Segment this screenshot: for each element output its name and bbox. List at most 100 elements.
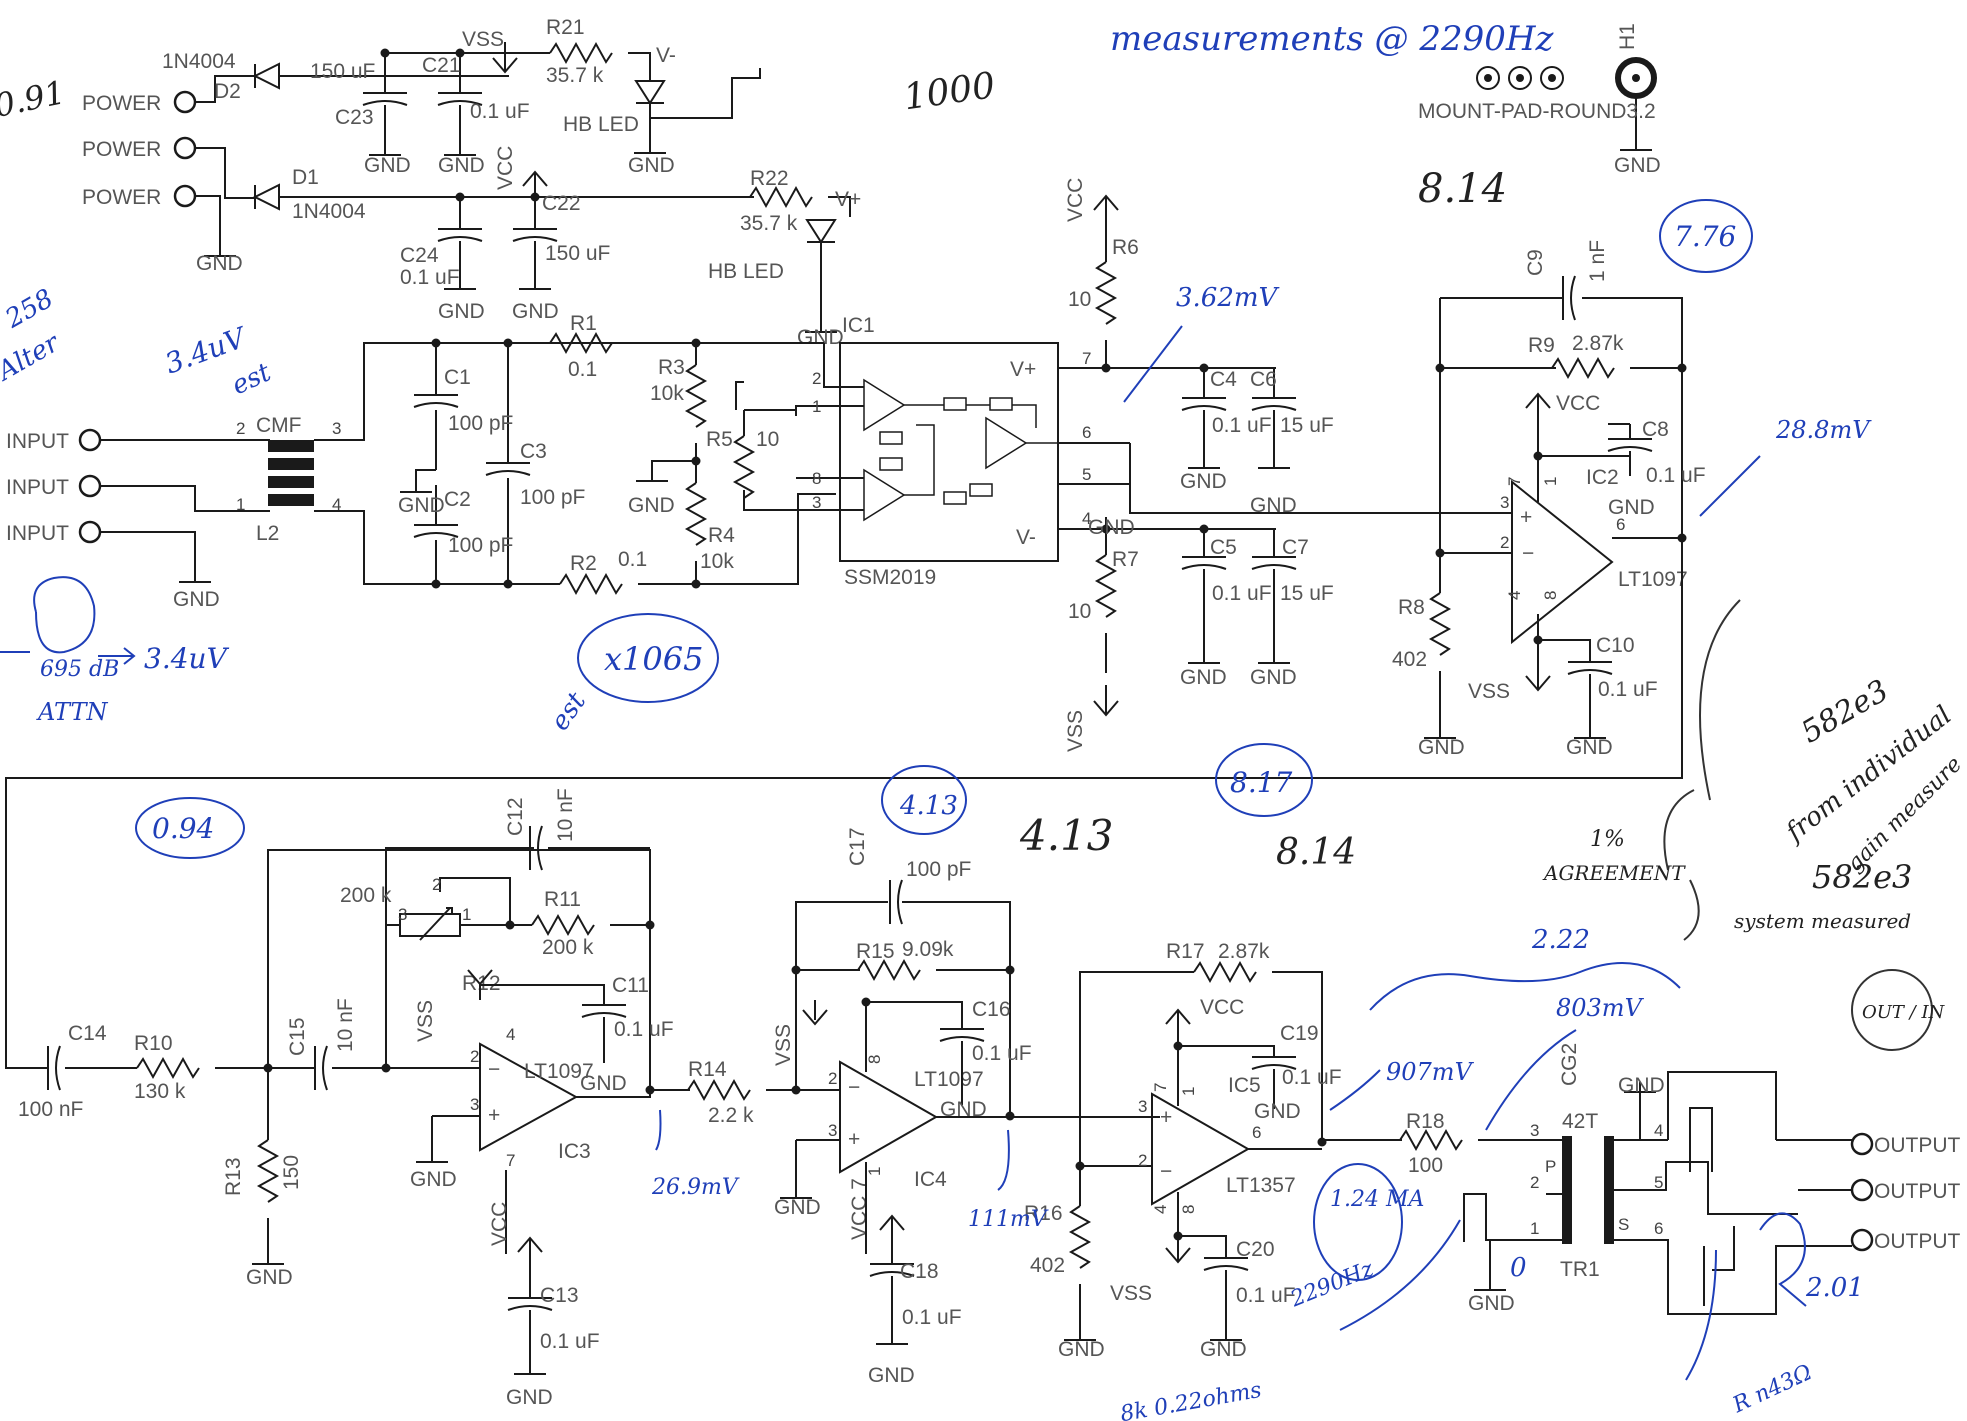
c11-value: 0.1 uF <box>614 1018 674 1041</box>
c18-label: C18 <box>900 1260 939 1283</box>
r5-label: R5 <box>706 428 733 451</box>
gnd-label: GND <box>196 252 243 275</box>
note-bottom: 8k 0.22ohms <box>1118 1378 1263 1421</box>
r15-label: R15 <box>856 940 895 963</box>
c2-label: C2 <box>444 488 471 511</box>
note-x1065: x1065 <box>604 640 703 678</box>
c10-value: 0.1 uF <box>1598 678 1658 701</box>
c19-label: C19 <box>1280 1022 1319 1045</box>
vss-top-label: VSS <box>462 28 504 51</box>
c15-label: C15 <box>286 1017 309 1056</box>
ssm2019: SSM2019 V+ V- 2 1 8 3 7 6 5 4 <box>795 342 1130 589</box>
r16-value: 402 <box>1030 1254 1065 1277</box>
c10-label: C10 <box>1596 634 1635 657</box>
gnd-ssm-ref: GND <box>1088 516 1135 539</box>
gnd-c20: GND <box>1200 1338 1247 1361</box>
pot-r12 <box>399 913 461 937</box>
ssm-pin6: 6 <box>1082 423 1091 442</box>
ic2-opamp <box>1511 479 1614 645</box>
note-2-01: 2.01 <box>1805 1273 1864 1303</box>
power-label-2: POWER <box>82 138 161 161</box>
c18-value: 0.1 uF <box>902 1306 962 1329</box>
tr-pin2: 2 <box>1530 1173 1539 1192</box>
ic2-pin4: 4 <box>1505 591 1524 600</box>
gnd-ic3: GND <box>410 1168 457 1191</box>
r10-label: R10 <box>134 1032 173 1055</box>
c17-value: 100 pF <box>906 858 971 881</box>
ic5-pin8: 8 <box>1179 1205 1198 1214</box>
gnd-input: GND <box>173 588 220 611</box>
ic5-opamp <box>1151 1092 1251 1206</box>
handwritten-notes: measurements @ 2290Hz 0.91 1000 8.14 7.7… <box>0 19 1967 1421</box>
r3-value: 10k <box>650 382 684 405</box>
gnd-c4: GND <box>1180 470 1227 493</box>
power-section: POWER POWER POWER GND 1N4004 D2 D1 1N400… <box>82 16 875 349</box>
c6-label: C6 <box>1250 368 1277 391</box>
ssm-pin2: 2 <box>812 369 821 388</box>
r14-value: 2.2 k <box>708 1104 754 1127</box>
c22-value: 150 uF <box>545 242 610 265</box>
ic5-pin1: 1 <box>1179 1087 1198 1096</box>
note-8-17: 8.17 <box>1230 766 1293 799</box>
diode-d1 <box>252 183 754 211</box>
c22-label: C22 <box>542 192 581 215</box>
hbled1-label: HB LED <box>563 113 639 136</box>
note-agreement: AGREEMENT <box>1542 861 1686 885</box>
c11-label: C11 <box>612 974 649 997</box>
c24-label: C24 <box>400 244 439 267</box>
r11-value: 200 k <box>542 936 594 959</box>
gnd-led1: GND <box>628 154 675 177</box>
note-8-14a: 8.14 <box>1418 166 1507 212</box>
vss-ic4-label: VSS <box>772 1024 795 1066</box>
ic2-pin3: 3 <box>1500 493 1509 512</box>
note-695: 695 dB <box>40 657 119 682</box>
ic5-pin4: 4 <box>1151 1205 1170 1214</box>
ic5-part: LT1357 <box>1226 1174 1296 1197</box>
ic5-stage: R16 402 GND R17 2.87k + − 3 2 6 LT1357 I… <box>1024 940 1402 1361</box>
note-1pct: 1% <box>1590 827 1625 852</box>
note-4-13: 4.13 <box>1019 811 1114 860</box>
ic3-label: IC3 <box>558 1140 591 1163</box>
gnd-led2: GND <box>797 326 844 349</box>
r18-value: 100 <box>1408 1154 1443 1177</box>
gnd-tr: GND <box>1468 1292 1515 1315</box>
gnd-ic4: GND <box>774 1196 821 1219</box>
ic1-label: IC1 <box>842 314 875 337</box>
r10-value: 130 k <box>134 1080 186 1103</box>
r22-label: R22 <box>750 167 789 190</box>
note-582e3a: 582e3 <box>1796 673 1895 750</box>
c7-label: C7 <box>1282 536 1309 559</box>
r21-label: R21 <box>546 16 585 39</box>
gnd-c18: GND <box>868 1364 915 1387</box>
note-7-76: 7.76 <box>1674 220 1736 253</box>
r7-value: 10 <box>1068 600 1091 623</box>
cmf-choke <box>268 440 314 506</box>
c17-label: C17 <box>846 827 869 866</box>
r16-label: R16 <box>1024 1202 1063 1225</box>
vcc-ic3-label: VCC <box>488 1202 511 1246</box>
ic5-label: IC5 <box>1228 1074 1261 1097</box>
r1-label: R1 <box>570 312 597 335</box>
note-1-24ma: 1.24 MA <box>1330 1187 1424 1212</box>
ic2-pin6: 6 <box>1616 515 1625 534</box>
c13-value: 0.1 uF <box>540 1330 600 1353</box>
note-out-in: OUT / IN <box>1862 1002 1946 1023</box>
note-est1: est <box>227 357 276 401</box>
ic3-part: LT1097 <box>524 1060 594 1083</box>
r6-value: 10 <box>1068 288 1091 311</box>
ic2-stage: C9 1 nF R9 2.87k + − 3 2 6 VCC C8 0.1 uF… <box>5 240 1706 1069</box>
vss-ic5-label: VSS <box>1110 1282 1152 1305</box>
c1-label: C1 <box>444 366 471 389</box>
r21-value: 35.7 k <box>546 64 604 87</box>
r9-value: 2.87k <box>1572 332 1624 355</box>
vminus-label: V- <box>656 44 676 67</box>
r9-label: R9 <box>1528 334 1555 357</box>
r11-label: R11 <box>544 888 581 911</box>
note-est2: est <box>545 687 592 737</box>
d1-part-label: 1N4004 <box>292 200 366 223</box>
ic4-pin3: 3 <box>828 1121 837 1140</box>
gnd-c1c2: GND <box>398 494 445 517</box>
r17-label: R17 <box>1166 940 1205 963</box>
c3-value: 100 pF <box>520 486 585 509</box>
